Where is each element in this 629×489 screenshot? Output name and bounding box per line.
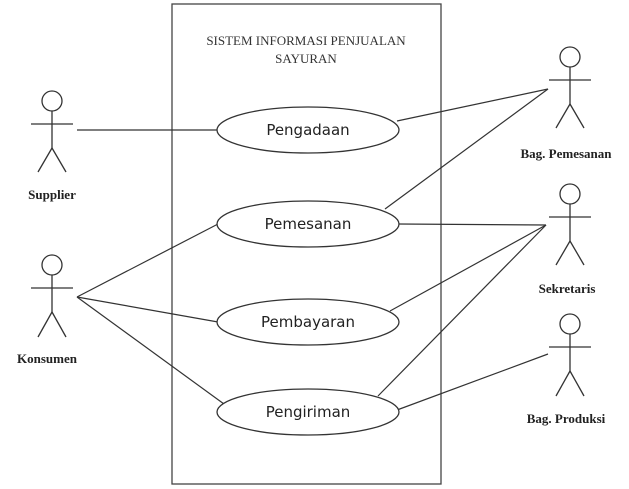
actor-bag-produksi-leg-left	[555, 370, 571, 397]
actor-bag-pemesanan-leg-right	[569, 103, 585, 129]
actor-konsumen-head	[41, 254, 63, 276]
assoc-konsumen-pengiriman	[76, 296, 225, 405]
actor-sekretaris-leg-left	[555, 240, 571, 266]
actor-bag-produksi-head	[559, 313, 581, 335]
actor-bag-pemesanan-leg-left	[555, 103, 571, 129]
system-boundary	[171, 3, 442, 485]
actor-supplier-head	[41, 90, 63, 112]
assoc-pembayaran-sekretaris	[389, 224, 547, 312]
use-case-pemesanan-label: Pemesanan	[265, 215, 352, 233]
use-case-pengiriman-shape[interactable]	[216, 388, 400, 436]
actor-supplier-leg-left	[37, 147, 53, 173]
actor-sekretaris-label: Sekretaris	[539, 281, 596, 296]
use-case-pengiriman[interactable]: Pengiriman	[216, 388, 400, 436]
associations	[76, 88, 549, 411]
actor-sekretaris-leg-right	[569, 240, 585, 266]
actor-bag-produksi-label: Bag. Produksi	[527, 411, 606, 426]
assoc-pengiriman-sekretaris	[377, 224, 547, 397]
assoc-pengiriman-bag-produksi	[396, 353, 549, 411]
use-case-pengadaan-label: Pengadaan	[266, 121, 349, 139]
use-case-pengadaan-shape[interactable]	[216, 106, 400, 154]
actor-bag-pemesanan-label: Bag. Pemesanan	[521, 146, 613, 161]
actor-sekretaris-head	[559, 183, 581, 205]
use-case-pengadaan[interactable]: Pengadaan	[216, 106, 400, 154]
assoc-pemesanan-bag-pemesanan	[384, 88, 549, 210]
actor-sekretaris[interactable]	[549, 183, 591, 266]
assoc-pengadaan-bag-pemesanan	[396, 88, 549, 122]
actor-konsumen-label: Konsumen	[17, 351, 78, 366]
assoc-pemesanan-sekretaris	[397, 223, 547, 226]
actor-bag-pemesanan-head	[559, 46, 581, 68]
use-case-pembayaran-label: Pembayaran	[261, 313, 355, 331]
actor-konsumen-leg-left	[37, 311, 53, 338]
actor-bag-produksi-leg-right	[569, 370, 585, 397]
system-title-line-2: SAYURAN	[275, 51, 337, 66]
actor-konsumen-leg-right	[51, 311, 67, 338]
use-case-pembayaran-shape[interactable]	[216, 298, 400, 346]
use-case-pemesanan[interactable]: Pemesanan	[216, 200, 400, 248]
assoc-konsumen-pembayaran	[76, 296, 219, 323]
system-title-line-1: SISTEM INFORMASI PENJUALAN	[206, 33, 406, 48]
actor-bag-pemesanan[interactable]	[549, 46, 591, 129]
actor-supplier-label: Supplier	[28, 187, 76, 202]
assoc-konsumen-pemesanan	[76, 223, 219, 298]
use-case-pembayaran[interactable]: Pembayaran	[216, 298, 400, 346]
actor-supplier[interactable]	[31, 90, 73, 173]
use-case-pemesanan-shape[interactable]	[216, 200, 400, 248]
actor-supplier-leg-right	[51, 147, 67, 173]
actor-konsumen[interactable]	[31, 254, 73, 338]
use-case-pengiriman-label: Pengiriman	[266, 403, 351, 421]
actor-bag-produksi[interactable]	[549, 313, 591, 397]
